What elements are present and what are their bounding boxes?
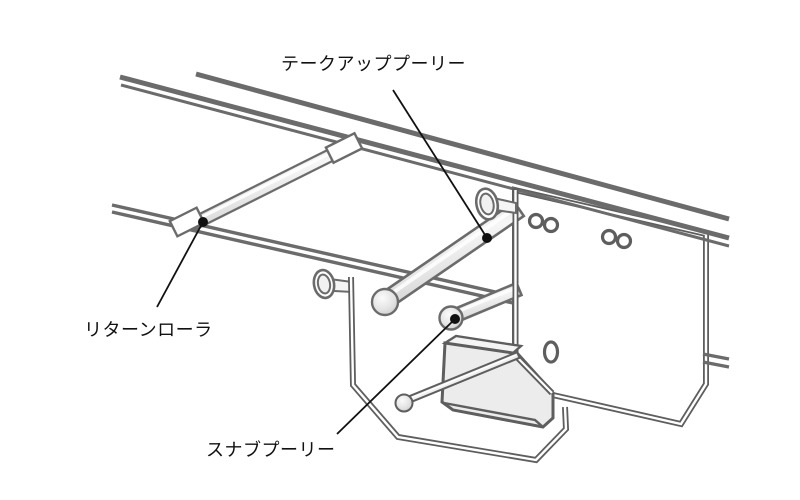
return-roller-bracket-upper [324,131,364,165]
weight-box [440,334,555,429]
leader-return [156,221,204,308]
label-take-up-pulley: テークアッププーリー [281,54,466,74]
take-up-pulley-end-cap [370,287,400,317]
side-plate-bevel-edge [511,351,555,396]
leader-snub [336,318,456,435]
label-return-roller: リターンローラ [84,320,213,340]
return-roller-bracket-lower [168,206,206,238]
leader-lines [156,89,488,435]
leader-dots [198,217,492,324]
leader-takeup [392,89,488,239]
top-rail [119,71,730,248]
plate-slot-holes [527,212,633,364]
shaft-end-near [312,268,353,300]
plate-oval-hole [542,340,560,364]
return-roller [168,131,364,238]
take-up-frame-near [348,276,570,464]
label-snub-pulley: スナブプーリー [206,440,336,460]
adjusting-rod-end-cap [394,393,414,413]
shaft-end-far [474,187,517,221]
adjusting-rod [394,350,521,413]
